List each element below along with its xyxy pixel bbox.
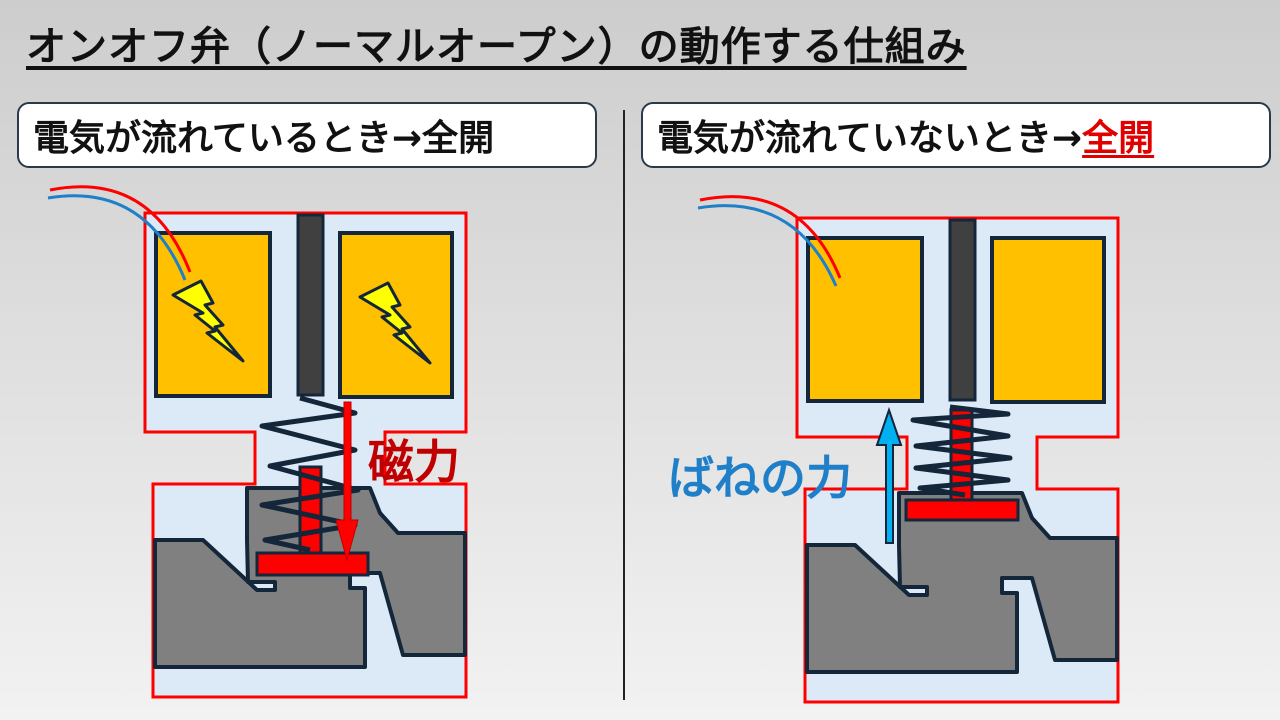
wire-blue bbox=[697, 204, 838, 287]
wire-red bbox=[699, 195, 842, 279]
label-energized: 電気が流れているとき→全開 bbox=[17, 102, 597, 168]
magnetic-force-label: 磁力 bbox=[368, 435, 460, 489]
arrow-spring-force bbox=[875, 406, 903, 544]
plunger-disk bbox=[904, 498, 1020, 522]
divider bbox=[623, 110, 625, 700]
label-deenergized-text: 電気が流れていないとき→ bbox=[657, 118, 1083, 159]
label-emphasis: 全開 bbox=[1082, 118, 1155, 159]
plunger-disk bbox=[255, 551, 370, 577]
plunger-rod bbox=[949, 408, 974, 505]
spring bbox=[910, 404, 1013, 498]
arrow-magnetic-force bbox=[335, 401, 359, 562]
spring bbox=[259, 395, 361, 553]
label-deenergized: 電気が流れていないとき→全開 bbox=[641, 102, 1271, 168]
wire-blue bbox=[47, 194, 187, 281]
wire-red bbox=[49, 185, 192, 273]
label-energized-text: 電気が流れているとき→全開 bbox=[33, 118, 495, 159]
spring-force-label: ばねの力 bbox=[668, 451, 852, 505]
page-title: オンオフ弁（ノーマルオープン）の動作する仕組み bbox=[26, 24, 967, 70]
